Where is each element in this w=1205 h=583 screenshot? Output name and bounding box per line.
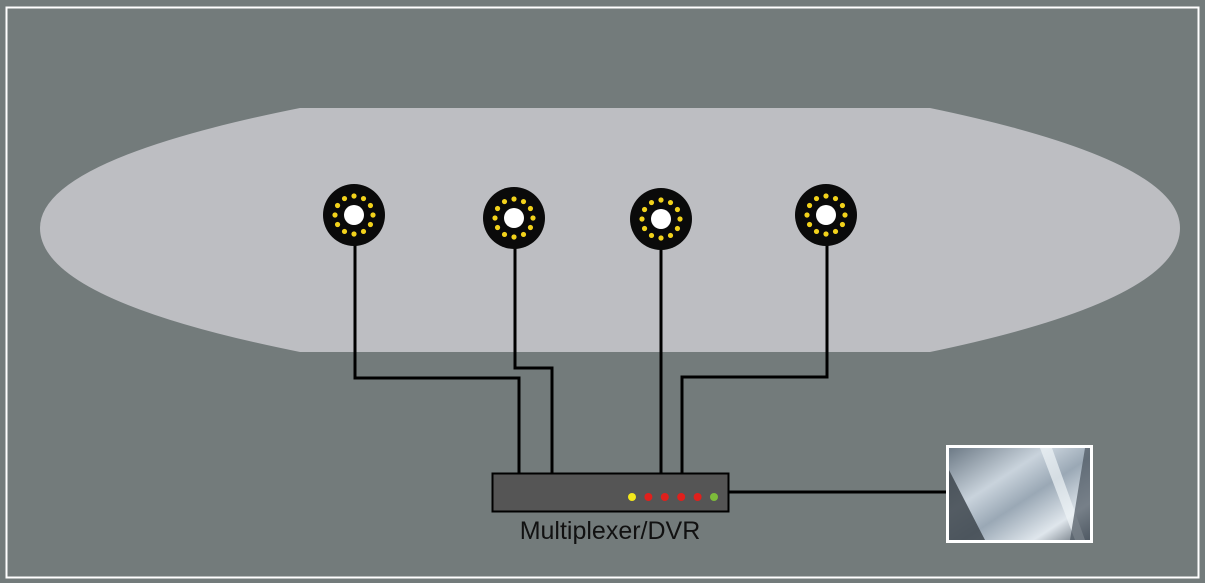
camera-ir-led	[492, 215, 498, 221]
hull-shape	[40, 108, 1180, 352]
camera-ir-led	[367, 202, 374, 209]
camera-ir-led	[674, 225, 681, 232]
camera-1[interactable]	[323, 184, 385, 246]
camera-2[interactable]	[483, 187, 545, 249]
dvr-box[interactable]	[491, 472, 730, 513]
camera-ir-led	[351, 231, 357, 237]
cable-camera-1	[353, 243, 521, 474]
camera-ir-led	[511, 234, 517, 240]
camera-ir-led	[667, 199, 674, 206]
camera-ir-led	[494, 224, 501, 231]
camera-ir-led	[804, 212, 810, 218]
cable-camera-4	[680, 243, 829, 474]
camera-ir-led	[341, 195, 348, 202]
camera-ir-led	[839, 221, 846, 228]
camera-ir-led	[823, 193, 829, 199]
camera-ir-led	[520, 231, 527, 238]
camera-ir-led	[501, 198, 508, 205]
dvr-indicator-red	[677, 493, 686, 501]
camera-ir-led	[494, 205, 501, 212]
camera-lens	[651, 209, 671, 229]
camera-ir-led	[813, 195, 820, 202]
monitor[interactable]	[946, 445, 1093, 543]
camera-ir-led	[334, 221, 341, 228]
camera-ir-led	[501, 231, 508, 238]
camera-ir-led	[360, 228, 367, 235]
dvr-indicator-green	[710, 493, 718, 501]
camera-ir-led	[658, 235, 664, 241]
camera-ir-led	[530, 215, 536, 221]
camera-ir-led	[511, 196, 517, 202]
camera-ir-led	[527, 205, 534, 212]
camera-group	[323, 184, 857, 250]
camera-ir-led	[520, 198, 527, 205]
camera-ir-led	[648, 232, 655, 239]
dvr-indicator-red	[660, 493, 669, 501]
camera-ir-led	[360, 195, 367, 202]
camera-ir-led	[806, 202, 813, 209]
camera-lens	[344, 205, 364, 225]
camera-ir-led	[332, 212, 338, 218]
camera-ir-led	[832, 228, 839, 235]
monitor-screen-edge	[1070, 448, 1090, 540]
camera-ir-led	[667, 232, 674, 239]
dvr-indicator-red	[644, 493, 653, 501]
camera-4[interactable]	[795, 184, 857, 246]
dvr-indicator-group	[628, 493, 718, 501]
camera-ir-led	[334, 202, 341, 209]
camera-ir-led	[527, 224, 534, 231]
camera-ir-led	[677, 216, 683, 222]
camera-lens	[504, 208, 524, 228]
camera-ir-led	[341, 228, 348, 235]
dvr-label: Multiplexer/DVR	[520, 517, 701, 545]
camera-ir-led	[351, 193, 357, 199]
camera-ir-led	[370, 212, 376, 218]
camera-ir-led	[641, 206, 648, 213]
cable-camera-2	[513, 248, 554, 474]
camera-ir-led	[674, 206, 681, 213]
camera-ir-led	[813, 228, 820, 235]
camera-ir-led	[639, 216, 645, 222]
monitor-screen-shadow	[949, 470, 985, 540]
camera-3[interactable]	[630, 188, 692, 250]
camera-ir-led	[367, 221, 374, 228]
dvr-indicator-yellow	[628, 493, 636, 501]
camera-ir-led	[658, 197, 664, 203]
camera-ir-led	[806, 221, 813, 228]
camera-ir-led	[832, 195, 839, 202]
camera-ir-led	[839, 202, 846, 209]
camera-lens	[816, 205, 836, 225]
camera-ir-led	[823, 231, 829, 237]
camera-ir-led	[842, 212, 848, 218]
cable-group	[353, 243, 947, 494]
camera-ir-led	[641, 225, 648, 232]
dvr-indicator-red	[693, 493, 702, 501]
outer-frame	[5, 6, 1200, 579]
camera-ir-led	[648, 199, 655, 206]
